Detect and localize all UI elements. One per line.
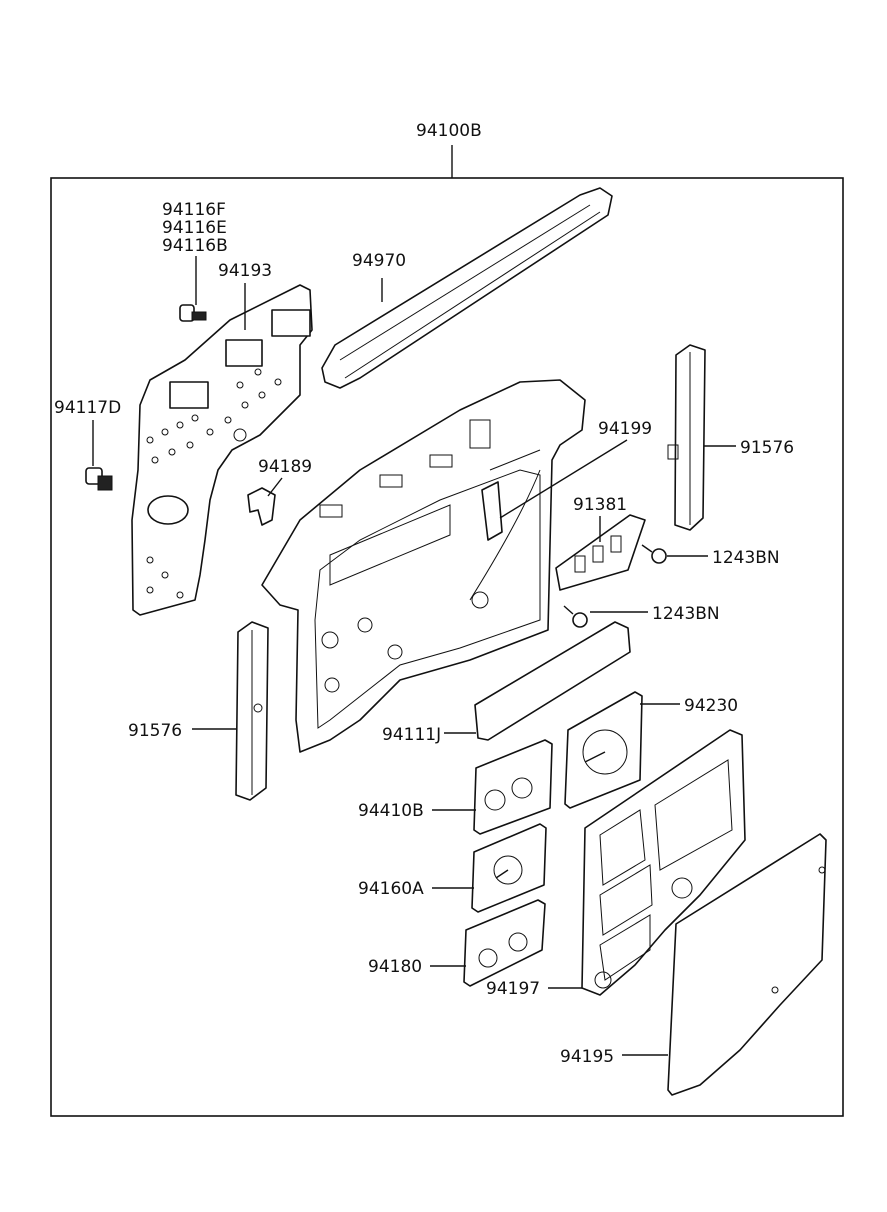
screw-upper (641, 544, 667, 564)
bulb-socket (85, 467, 113, 491)
label-1243BN-upper: 1243BN (712, 548, 780, 568)
label-91381: 91381 (573, 495, 627, 515)
screw-lower (563, 605, 588, 628)
label-94189: 94189 (258, 457, 312, 477)
tachometer (564, 691, 643, 809)
gauge-plate (581, 729, 746, 996)
clip (247, 487, 276, 526)
label-94197: 94197 (486, 979, 540, 999)
label-94116E: 94116E (162, 218, 227, 238)
top-cover (321, 187, 613, 389)
case-part (481, 481, 503, 541)
label-94160A: 94160A (358, 879, 424, 899)
label-94970: 94970 (352, 251, 406, 271)
label-94116F: 94116F (162, 200, 226, 220)
glass-panel (667, 833, 827, 1096)
pcb-screw (179, 304, 207, 322)
label-94111J: 94111J (382, 725, 441, 745)
assembly-frame (50, 177, 844, 1117)
label-94180: 94180 (368, 957, 422, 977)
label-94193: 94193 (218, 261, 272, 281)
label-94117D: 94117D (54, 398, 121, 418)
strip-right (667, 344, 706, 531)
label-94230: 94230 (684, 696, 738, 716)
printed-circuit-board (131, 284, 313, 616)
main-case (261, 379, 586, 753)
label-94410B: 94410B (358, 801, 424, 821)
label-94199: 94199 (598, 419, 652, 439)
label-1243BN-lower: 1243BN (652, 604, 720, 624)
label-94100B: 94100B (416, 121, 482, 141)
fuel-temp-gauge (473, 739, 553, 835)
gauge-small (463, 899, 546, 987)
indicator-panel (555, 514, 646, 591)
strip-left (235, 621, 269, 801)
label-94195: 94195 (560, 1047, 614, 1067)
speedometer (471, 823, 547, 913)
label-91576-left: 91576 (128, 721, 182, 741)
lens-strip (474, 621, 631, 741)
label-91576-right: 91576 (740, 438, 794, 458)
label-94116B: 94116B (162, 236, 228, 256)
